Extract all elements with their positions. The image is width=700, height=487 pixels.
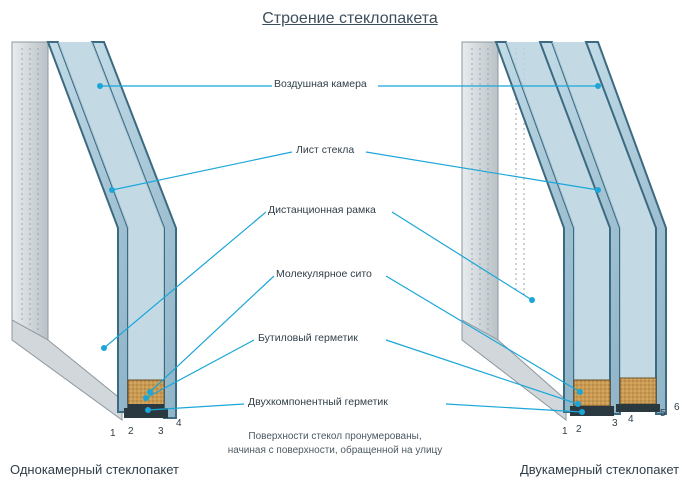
- leader-butyl-left: [145, 339, 255, 399]
- left-two-component-sealant: [124, 408, 168, 418]
- right-surface-number-3: 3: [612, 418, 618, 429]
- leader-glass-left: [111, 151, 293, 191]
- left-surface-number-4: 4: [176, 418, 182, 429]
- leader-sieve-left: [149, 275, 275, 393]
- note-line-1: Поверхности стекол пронумерованы,: [248, 431, 422, 442]
- right-surface-number-5: 5: [660, 408, 666, 419]
- label-two-component-sealant: Двухкомпонентный герметик: [246, 396, 390, 408]
- right-surface-number-2: 2: [576, 424, 582, 435]
- left-spacer: [127, 379, 165, 407]
- label-butyl-sealant: Бутиловый герметик: [256, 332, 360, 344]
- right-spacer-frame-back: [461, 41, 499, 341]
- leader-sieve-right: [385, 275, 581, 393]
- label-air-chamber: Воздушная камера: [272, 78, 369, 90]
- leader-glass-right: [365, 151, 599, 191]
- right-two-component-sealant-1: [570, 406, 614, 416]
- left-bottom-frame: [11, 319, 123, 421]
- leader-dots: [97, 83, 601, 415]
- caption-double-chamber: Двукамерный стеклопакет: [520, 462, 680, 477]
- right-glass-3: [584, 41, 667, 415]
- left-spacer-perforation: [21, 48, 39, 330]
- note-line-2: начиная с поверхности, обращенной на ули…: [227, 445, 443, 456]
- left-air-chamber: [58, 42, 164, 380]
- left-spacer-frame-back: [11, 41, 49, 341]
- right-surface-number-4: 4: [628, 414, 634, 425]
- left-butyl-sealant: [128, 404, 164, 408]
- left-surface-number-3: 3: [158, 426, 164, 437]
- label-glass-sheet: Лист стекла: [294, 144, 357, 156]
- right-air-chamber-1: [506, 42, 610, 380]
- diagram-title: Строение стеклопакета: [262, 10, 438, 27]
- leader-lines: [100, 85, 599, 413]
- leader-spacer-left: [103, 211, 267, 349]
- left-surface-number-1: 1: [110, 428, 116, 439]
- leader-twocomp-left: [147, 403, 245, 411]
- right-spacer-2: [619, 377, 657, 405]
- surface-numbering-note: Поверхности стекол пронумерованы, начина…: [200, 430, 470, 458]
- leader-twocomp-right: [445, 403, 583, 413]
- label-molecular-sieve: Молекулярное сито: [274, 268, 374, 280]
- left-surface-number-2: 2: [128, 426, 134, 437]
- leader-spacer-right: [391, 211, 533, 301]
- right-surface-number-6: 6: [674, 402, 680, 413]
- right-surface-number-1: 1: [562, 426, 568, 437]
- left-glass-unit: [11, 41, 177, 421]
- leader-butyl-right: [385, 339, 579, 405]
- right-glass-unit: [461, 41, 667, 422]
- label-spacer-frame: Дистанционная рамка: [266, 204, 378, 216]
- caption-single-chamber: Однокамерный стеклопакет: [10, 462, 180, 477]
- right-air-chamber-2: [552, 42, 656, 380]
- right-two-component-sealant-2: [616, 404, 660, 412]
